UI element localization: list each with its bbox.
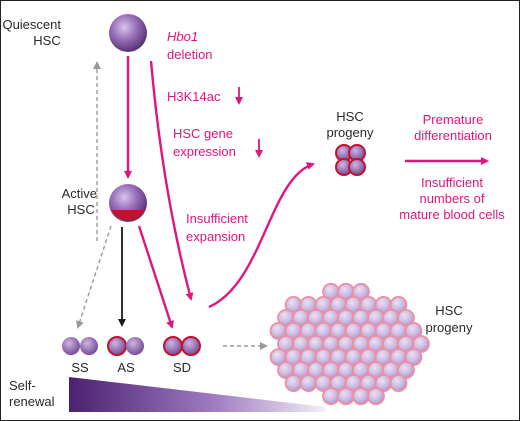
hsc-progeny-mass [269, 282, 430, 406]
differentiation-label: differentiation [414, 128, 492, 143]
arrow-hbo1-deletion [149, 60, 194, 301]
progeny-cell [389, 374, 408, 393]
self-renewal-label: Self- [9, 378, 36, 393]
h3k14ac-label: H3K14ac [167, 89, 221, 104]
active-label-2: HSC [67, 202, 94, 217]
sd-cells [163, 336, 201, 356]
numbers-of-label: numbers of [419, 191, 484, 206]
ss-cells [62, 337, 98, 355]
active-label: Active [62, 186, 97, 201]
ss-label: SS [71, 360, 89, 375]
hbo1-label: Hbo1 [167, 29, 198, 44]
progeny-cell [367, 387, 385, 406]
progeny-cell [404, 348, 423, 367]
mature-blood-cells-label: mature blood cells [399, 207, 505, 222]
progeny-cell [284, 374, 303, 393]
hsc-progeny-top-label: HSC [336, 109, 363, 124]
progeny-cell [412, 335, 430, 353]
quiescent-label-2: HSC [33, 33, 60, 48]
hsc-progeny-right-label-2: progeny [426, 320, 473, 335]
quiescent-label: Quiescent [2, 17, 61, 32]
renewal-label: renewal [9, 394, 55, 409]
hsc-gene-label: HSC gene [173, 126, 233, 141]
active-hsc-cell [109, 184, 147, 222]
progeny-cell [404, 321, 423, 340]
progeny-cell [322, 387, 340, 406]
insufficient-label: Insufficient [186, 211, 248, 226]
arrow-dashed-to-ss [76, 225, 112, 329]
progeny-cell [389, 295, 408, 314]
expression-label: expression [173, 144, 236, 159]
premature-label: Premature [423, 112, 484, 127]
arrow-to-hsc-progeny [208, 162, 315, 309]
quiescent-hsc-cell [109, 14, 147, 52]
progeny-cell [397, 308, 415, 327]
progeny-cell [337, 387, 355, 406]
hsc-progeny-right-label: HSC [435, 303, 462, 318]
expansion-label: expansion [186, 229, 245, 244]
progeny-cell [299, 374, 318, 393]
progeny-cell [397, 361, 415, 380]
insufficient-numbers-label: Insufficient [421, 175, 483, 190]
arrow-active-to-sd [137, 225, 174, 329]
as-label: AS [117, 360, 135, 375]
progeny-cell [352, 387, 370, 406]
deletion-label: deletion [167, 47, 213, 62]
as-cells [107, 336, 144, 356]
hsc-progeny-top-label-2: progeny [327, 125, 374, 140]
hsc-progeny-cluster [335, 144, 366, 176]
progeny-cell [352, 282, 370, 301]
sd-label: SD [173, 360, 191, 375]
